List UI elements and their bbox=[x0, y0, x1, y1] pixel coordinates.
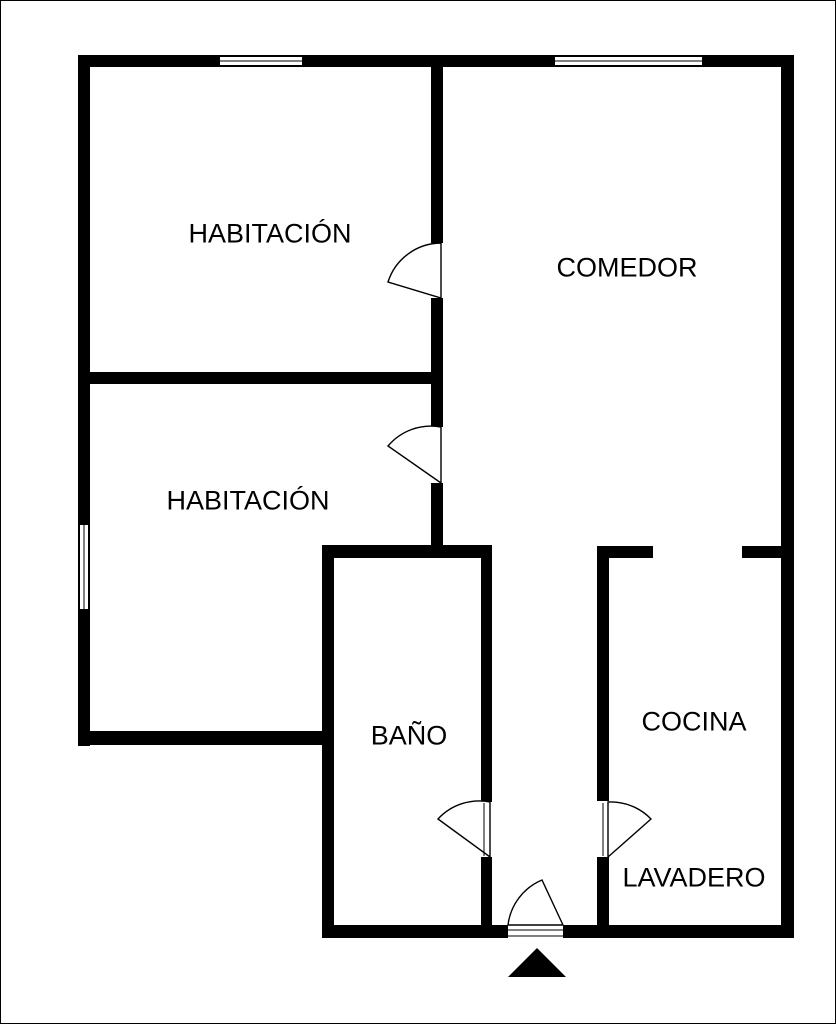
bottom-wall-right bbox=[563, 925, 794, 938]
window-icon bbox=[220, 56, 302, 66]
bathroom-left-wall bbox=[322, 545, 334, 938]
room-label-habitacion-1: HABITACIÓN bbox=[188, 218, 352, 249]
kitchen-top-wall-right bbox=[742, 546, 794, 558]
kitchen-left-wall-upper bbox=[597, 546, 609, 801]
bathroom-top-wall bbox=[322, 545, 492, 558]
bathroom-right-wall-lower bbox=[481, 857, 492, 938]
door-swing-icon bbox=[602, 801, 653, 859]
door-swing-icon bbox=[386, 425, 442, 485]
kitchen-left-wall-lower bbox=[597, 857, 609, 938]
window-icon bbox=[79, 525, 89, 609]
living-partition-wall-middle bbox=[431, 298, 443, 427]
entrance-arrow-icon bbox=[508, 948, 566, 977]
left-outer-wall bbox=[78, 55, 90, 746]
door-swing-icon bbox=[387, 242, 442, 299]
room-label-cocina: COCINA bbox=[641, 706, 747, 737]
living-partition-wall-upper bbox=[431, 55, 443, 243]
room-label-lavadero: LAVADERO bbox=[622, 862, 766, 893]
lower-left-wall bbox=[78, 731, 332, 745]
bottom-wall-left bbox=[322, 925, 508, 938]
bathroom-right-wall-upper bbox=[481, 545, 492, 802]
room-label-comedor: COMEDOR bbox=[556, 252, 698, 283]
living-partition-wall-lower bbox=[431, 483, 443, 550]
right-outer-wall bbox=[781, 55, 794, 938]
room-label-habitacion-2: HABITACIÓN bbox=[166, 485, 330, 516]
bedroom-divider-wall bbox=[78, 372, 431, 384]
room-label-bano: BAÑO bbox=[370, 720, 448, 751]
window-icon bbox=[555, 56, 702, 66]
entrance-door-icon bbox=[507, 879, 565, 937]
kitchen-top-wall-left bbox=[597, 546, 653, 558]
door-swing-icon bbox=[436, 800, 491, 859]
